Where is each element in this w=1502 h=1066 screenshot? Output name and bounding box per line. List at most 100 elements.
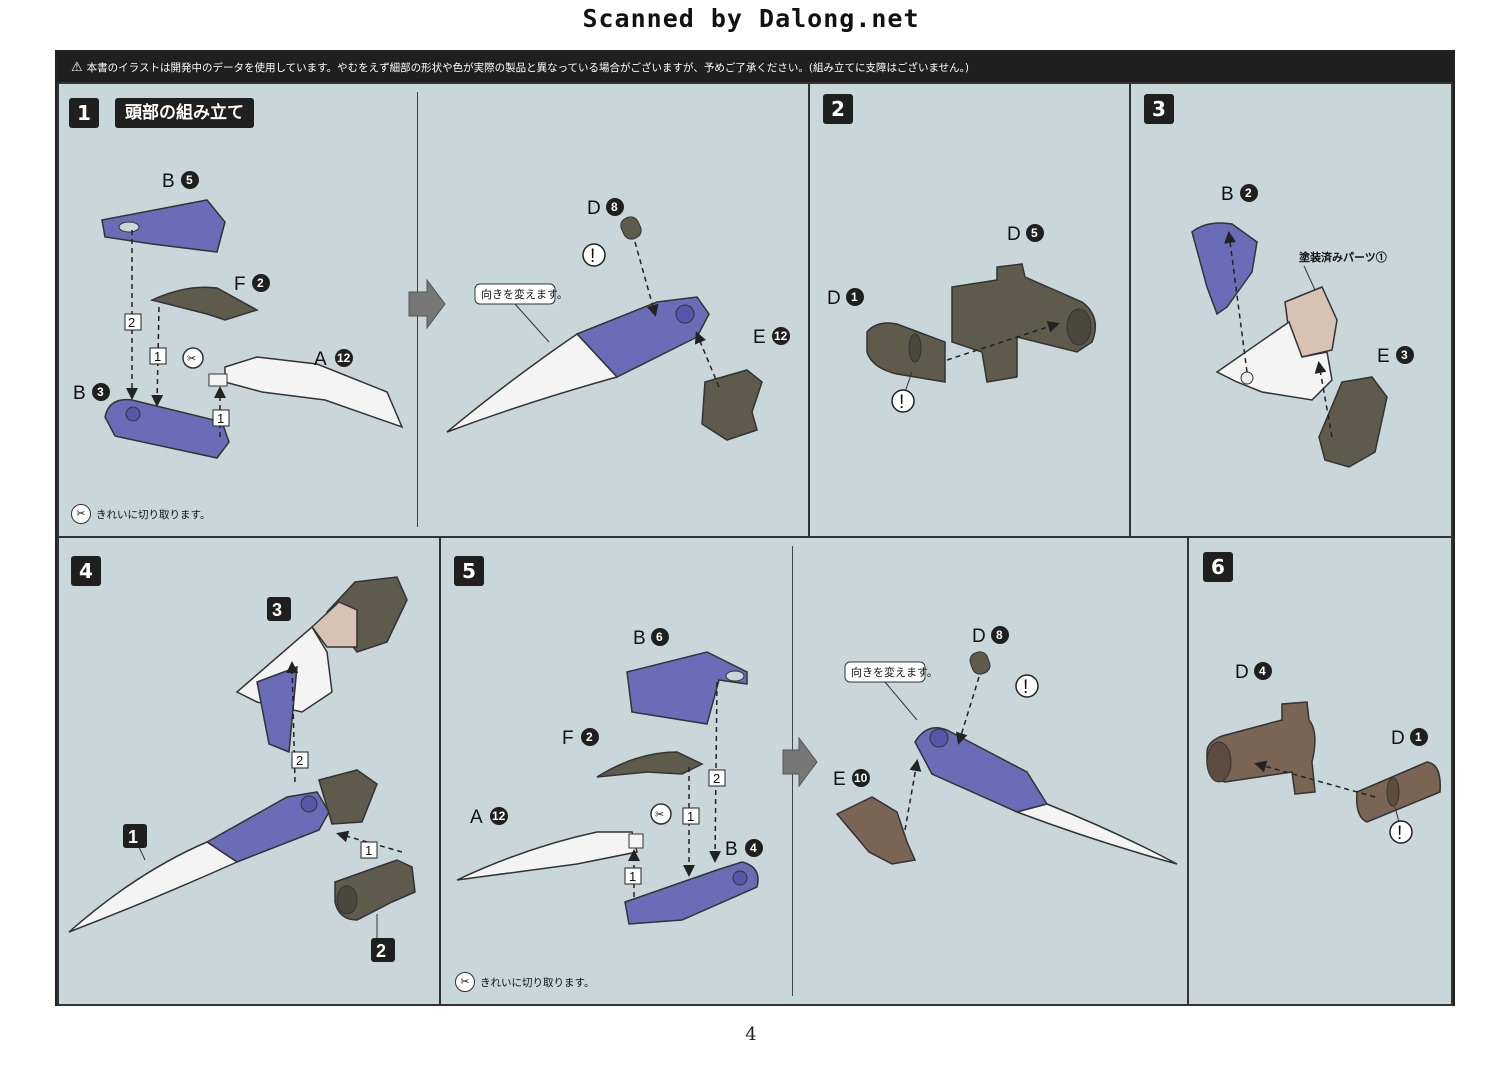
assembled-head-blade (446, 333, 619, 433)
step-number-3: 3 (1144, 94, 1174, 124)
seq-mark: 1 (217, 411, 224, 426)
note-painted-part: 塗装済みパーツ① (1299, 250, 1387, 264)
svg-text:E: E (753, 327, 766, 348)
head-mid-dark (318, 769, 378, 825)
part-a12b-shape (456, 831, 638, 881)
part-f2b-shape (596, 751, 704, 778)
svg-text:4: 4 (1259, 664, 1266, 678)
svg-text:向きを変えます。: 向きを変えます。 (851, 665, 938, 679)
caution-icon (582, 243, 606, 267)
part-f2-shape (149, 286, 259, 321)
svg-text:10: 10 (854, 771, 868, 785)
svg-text:F: F (562, 728, 574, 749)
svg-text:!: ! (1397, 823, 1402, 844)
part-d5-shape (951, 263, 1097, 383)
nipper-icon (650, 803, 672, 825)
svg-text:4: 4 (750, 841, 757, 855)
part-a12-shape (224, 356, 404, 429)
svg-text:3: 3 (1401, 348, 1408, 362)
svg-text:1: 1 (1415, 730, 1422, 744)
panel-step-6 (1187, 536, 1453, 1006)
next-arrow-icon (782, 736, 818, 788)
svg-text:A: A (314, 349, 327, 370)
part-d1-shape (866, 322, 946, 383)
nipper-icon: ✂ (71, 504, 91, 524)
notice-bar: ⚠本書のイラストは開発中のデータを使用しています。やむをえず細部の形状や色が実際… (57, 52, 1453, 84)
svg-text:D: D (827, 288, 841, 309)
svg-text:✂: ✂ (187, 353, 196, 365)
svg-text:1: 1 (687, 809, 694, 824)
head-top-purple (256, 665, 298, 754)
nipper-icon (182, 347, 204, 369)
nipper-icon: ✂ (455, 972, 475, 992)
part-b6-shape (626, 651, 748, 725)
scan-credit: Scanned by Dalong.net (582, 4, 920, 33)
assembled-head2-blade (1014, 803, 1178, 865)
caution-icon (891, 389, 915, 413)
ref-step-2 (371, 938, 395, 962)
svg-text:B: B (1221, 184, 1234, 205)
part-b4-shape (624, 861, 759, 925)
part-e10-shape (835, 796, 917, 865)
instruction-sheet: ⚠本書のイラストは開発中のデータを使用しています。やむをえず細部の形状や色が実際… (55, 50, 1455, 1006)
svg-text:B: B (73, 383, 86, 404)
part-b2-shape (1191, 222, 1258, 316)
step-number-1: 1 (69, 98, 99, 128)
svg-text:2: 2 (1245, 186, 1252, 200)
svg-text:8: 8 (996, 628, 1003, 642)
svg-text:8: 8 (611, 200, 618, 214)
step-number-4: 4 (71, 556, 101, 586)
svg-text:5: 5 (186, 173, 193, 187)
ref-step-1 (123, 824, 147, 848)
svg-text:A: A (470, 807, 483, 828)
svg-text:2: 2 (586, 730, 593, 744)
trim-note-step5: ✂きれいに切り取ります。 (455, 972, 594, 992)
part-label-letter: B (162, 171, 175, 192)
step-number-2: 2 (823, 94, 853, 124)
step-number-6: 6 (1203, 552, 1233, 582)
svg-text:12: 12 (337, 351, 351, 365)
svg-text:3: 3 (272, 600, 282, 620)
svg-text:3: 3 (97, 385, 104, 399)
step-number-5: 5 (454, 556, 484, 586)
svg-text:2: 2 (296, 753, 303, 768)
svg-text:E: E (833, 769, 846, 790)
svg-text:!: ! (590, 246, 595, 267)
svg-text:!: ! (899, 392, 904, 413)
svg-text:D: D (1391, 728, 1405, 749)
head-top-tan (310, 601, 358, 648)
svg-text:2: 2 (376, 941, 386, 961)
svg-text:D: D (587, 198, 601, 219)
trim-note-step1: ✂きれいに切り取ります。 (71, 504, 210, 524)
svg-text:D: D (1235, 662, 1249, 683)
assembly-illustrations: 2 1 1 ✂ B 5 F 2 A 12 B 3 向きを変えます。 ! (68, 171, 1441, 962)
svg-text:D: D (972, 626, 986, 647)
seq-mark: 1 (154, 349, 161, 364)
step-title-1: 頭部の組み立て (115, 98, 254, 128)
svg-text:B: B (725, 839, 738, 860)
svg-text:1: 1 (128, 827, 138, 847)
warning-icon: ⚠ (71, 60, 83, 75)
svg-text:D: D (1007, 224, 1021, 245)
svg-text:F: F (234, 274, 246, 295)
svg-text:2: 2 (257, 276, 264, 290)
next-arrow-icon (408, 278, 446, 330)
svg-text:B: B (633, 628, 646, 649)
seq-mark: 2 (128, 315, 135, 330)
ref-step-3 (267, 597, 291, 621)
svg-text:6: 6 (656, 630, 663, 644)
svg-text:2: 2 (713, 771, 720, 786)
svg-text:1: 1 (629, 869, 636, 884)
page-number: 4 (745, 1024, 757, 1045)
svg-text:12: 12 (774, 329, 788, 343)
svg-text:12: 12 (492, 809, 506, 823)
part-e12-shape (701, 369, 763, 441)
svg-text:5: 5 (1031, 226, 1038, 240)
svg-text:E: E (1377, 346, 1390, 367)
note-change-direction: 向きを変えます。 (481, 287, 568, 301)
part-e3-shape (1318, 376, 1388, 468)
svg-text:!: ! (1023, 677, 1028, 698)
caution-icon (1389, 820, 1413, 844)
head-mid-blade (68, 841, 239, 933)
notice-text: 本書のイラストは開発中のデータを使用しています。やむをえず細部の形状や色が実際の… (86, 62, 969, 74)
